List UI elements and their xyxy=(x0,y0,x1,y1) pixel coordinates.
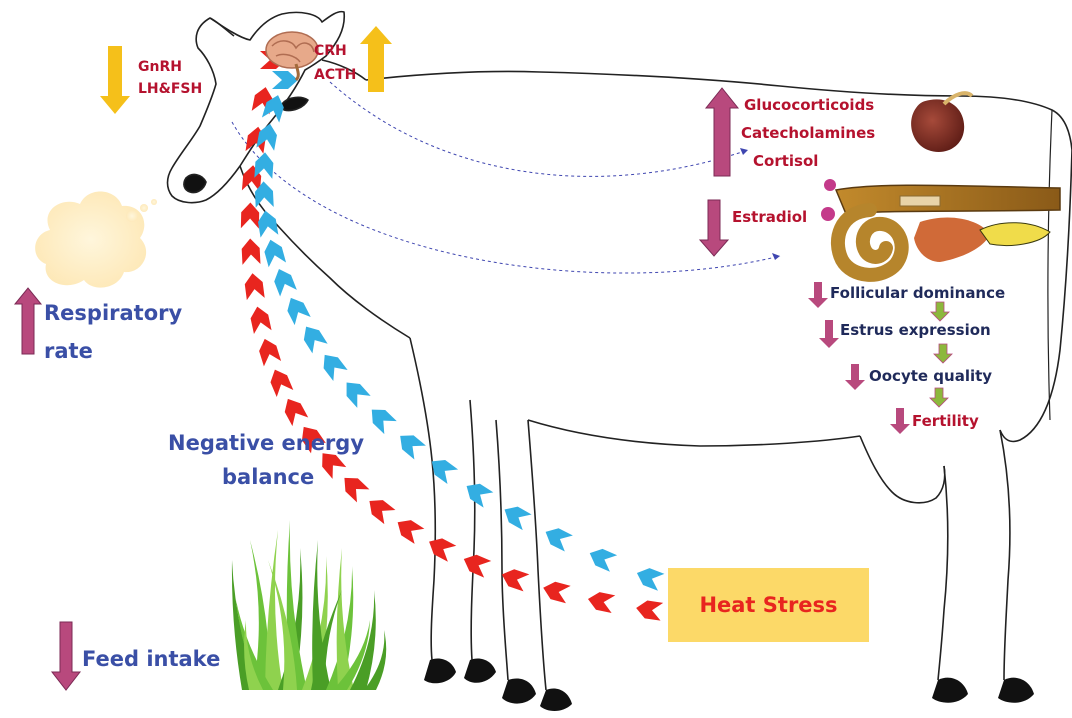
blue-chevron xyxy=(462,478,494,507)
oocyte-quality-label: Oocyte quality xyxy=(869,368,992,385)
fertility-label: Fertility xyxy=(912,413,979,430)
red-chevron xyxy=(280,395,308,426)
cascade-arrow-2 xyxy=(934,344,952,363)
blue-chevron xyxy=(586,545,617,572)
estradiol-label: Estradiol xyxy=(732,209,807,226)
follicular-down-arrow-icon xyxy=(808,282,828,308)
hormone-links xyxy=(232,82,780,273)
red-chevron xyxy=(586,590,615,613)
blue-chevron xyxy=(634,565,665,591)
gnrh-down-arrow-icon xyxy=(100,46,130,114)
follicular-dominance-label: Follicular dominance xyxy=(830,285,1005,302)
neb-label-line2: balance xyxy=(222,466,314,489)
blue-pathway xyxy=(254,71,664,591)
blue-chevron xyxy=(542,524,573,552)
blue-chevron xyxy=(500,502,531,530)
thought-cloud-icon xyxy=(35,191,157,287)
link-arrowhead-2 xyxy=(772,253,780,260)
red-chevron xyxy=(248,305,271,334)
blue-chevron xyxy=(283,294,311,325)
blue-chevron xyxy=(299,322,328,354)
lh-fsh-label: LH&FSH xyxy=(138,82,202,97)
red-chevron xyxy=(425,534,456,562)
catecholamines-label: Catecholamines xyxy=(741,125,875,142)
heat-stress-label: Heat Stress xyxy=(699,593,837,617)
respiratory-label-line1: Respiratory xyxy=(44,302,182,325)
blue-chevron xyxy=(271,266,297,297)
blue-chevron xyxy=(366,403,397,434)
red-chevron xyxy=(635,599,663,621)
red-chevron xyxy=(541,579,571,603)
red-chevron xyxy=(267,366,294,397)
cortisol-label: Cortisol xyxy=(753,153,818,170)
red-pathway xyxy=(241,51,663,621)
feed-intake-down-arrow-icon xyxy=(52,622,80,690)
brain-icon xyxy=(266,32,318,80)
feed-intake-label: Feed intake xyxy=(82,648,220,671)
grass-icon xyxy=(232,520,386,690)
oocyte-down-arrow-icon xyxy=(845,364,865,390)
red-chevron xyxy=(460,551,491,578)
blue-chevron xyxy=(318,349,348,381)
estradiol-down-arrow-icon xyxy=(700,200,728,256)
fertility-down-arrow-icon xyxy=(890,408,910,434)
crh-label: CRH xyxy=(314,44,347,59)
acth-up-arrow-icon xyxy=(360,26,392,92)
estrus-expression-label: Estrus expression xyxy=(840,322,991,339)
respiratory-label-line2: rate xyxy=(44,340,93,363)
blue-chevron xyxy=(340,377,371,408)
red-chevron xyxy=(244,272,265,300)
red-chevron xyxy=(241,238,260,265)
red-chevron xyxy=(499,566,529,591)
red-chevron xyxy=(256,336,281,366)
red-chevron xyxy=(364,494,396,524)
acth-label: ACTH xyxy=(314,68,356,83)
link-arrowhead-1 xyxy=(740,148,748,155)
red-chevron xyxy=(393,515,425,544)
glucocorticoids-label: Glucocorticoids xyxy=(744,97,874,114)
neb-label-line1: Negative energy xyxy=(168,432,364,455)
heat-stress-box: Heat Stress xyxy=(668,568,869,642)
blue-chevron xyxy=(262,237,286,267)
blue-chevron xyxy=(272,71,298,89)
gnrh-label: GnRH xyxy=(138,60,182,75)
estrus-down-arrow-icon xyxy=(819,320,839,348)
blue-chevron xyxy=(394,429,425,459)
reproductive-tract-icon xyxy=(821,179,1060,275)
cascade-arrow-1 xyxy=(931,302,949,321)
blue-chevron xyxy=(256,209,278,238)
adrenal-gland-icon xyxy=(911,93,972,152)
red-chevron xyxy=(338,471,369,502)
stress-hormones-up-arrow-icon xyxy=(706,88,738,176)
hooves xyxy=(424,659,1034,712)
respiratory-up-arrow-icon xyxy=(15,288,41,354)
cascade-arrow-3 xyxy=(930,388,948,407)
